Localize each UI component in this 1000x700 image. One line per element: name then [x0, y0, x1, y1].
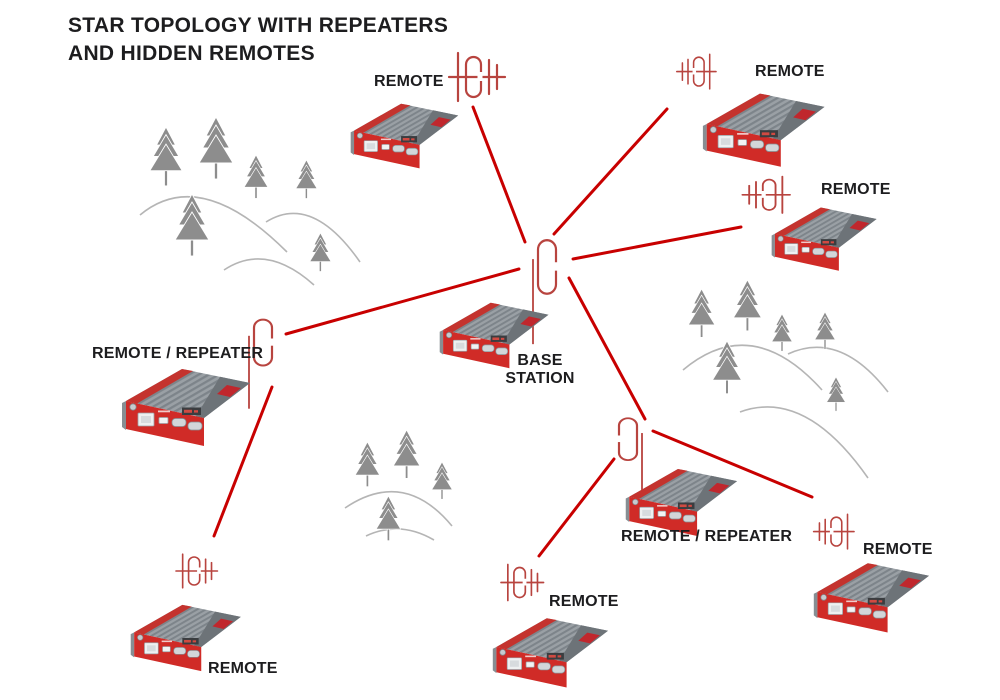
- label-remote-bottom-right: REMOTE: [863, 541, 933, 558]
- hill-arc: [739, 406, 869, 479]
- label-repeater-right: REMOTE / REPEATER: [621, 528, 793, 545]
- hill-arc: [265, 212, 361, 263]
- hill-arc: [787, 346, 889, 393]
- yagi-antenna-remote-bottom-center: [500, 563, 545, 602]
- radio-link-base-to-repeater-right: [567, 276, 647, 421]
- tree-cluster-right: [682, 279, 889, 479]
- device-remote-bottom-center: [492, 617, 609, 688]
- hill-arc: [344, 490, 453, 527]
- hill-arc: [223, 258, 315, 286]
- label-base-station: BASE STATION: [505, 352, 575, 387]
- device-remote-bottom-right: [813, 562, 930, 633]
- label-repeater-left: REMOTE / REPEATER: [92, 345, 264, 362]
- hill-arc: [682, 344, 823, 391]
- yagi-antenna-remote-top-right: [676, 53, 717, 90]
- label-remote-top-right: REMOTE: [755, 63, 825, 80]
- yagi-antenna-remote-top-left: [447, 51, 507, 103]
- radio-link-repeater-right-to-remote-bottom-center: [537, 457, 616, 558]
- radio-link-base-to-remote-top-left: [471, 105, 527, 244]
- label-remote-mid-right: REMOTE: [821, 181, 891, 198]
- label-remote-bottom-center: REMOTE: [549, 593, 619, 610]
- tree-cluster-top-left: [139, 116, 361, 286]
- yagi-antenna-remote-mid-right: [741, 175, 791, 214]
- diagram-title: STAR TOPOLOGY WITH REPEATERS AND HIDDEN …: [68, 14, 449, 66]
- yagi-antenna-remote-bottom-left: [175, 553, 219, 589]
- radio-links: [212, 105, 814, 558]
- radio-link-base-to-repeater-left: [284, 267, 521, 336]
- device-remote-mid-right: [771, 207, 878, 272]
- label-remote-top-left: REMOTE: [374, 73, 444, 90]
- dipole-antenna-base-station: [531, 239, 560, 346]
- device-remote-top-right: [702, 93, 825, 168]
- radio-link-base-to-remote-mid-right: [571, 225, 743, 261]
- radio-link-base-to-remote-top-right: [552, 107, 669, 236]
- device-remote-top-left: [350, 103, 459, 169]
- scenery: [139, 116, 889, 541]
- dipole-antenna-repeater-left: [247, 318, 276, 410]
- hill-arc: [139, 195, 288, 253]
- label-remote-bottom-left: REMOTE: [208, 660, 278, 677]
- dipole-antenna-repeater-right: [615, 417, 644, 501]
- radio-link-repeater-left-to-remote-bottom-left: [212, 385, 274, 538]
- tree-cluster-center: [344, 429, 453, 541]
- radio-link-repeater-right-to-remote-bottom-right: [651, 429, 814, 499]
- yagi-antenna-remote-bottom-right: [812, 513, 855, 550]
- hill-arc: [365, 528, 435, 541]
- devices: [121, 93, 930, 688]
- device-repeater-left: [121, 368, 251, 447]
